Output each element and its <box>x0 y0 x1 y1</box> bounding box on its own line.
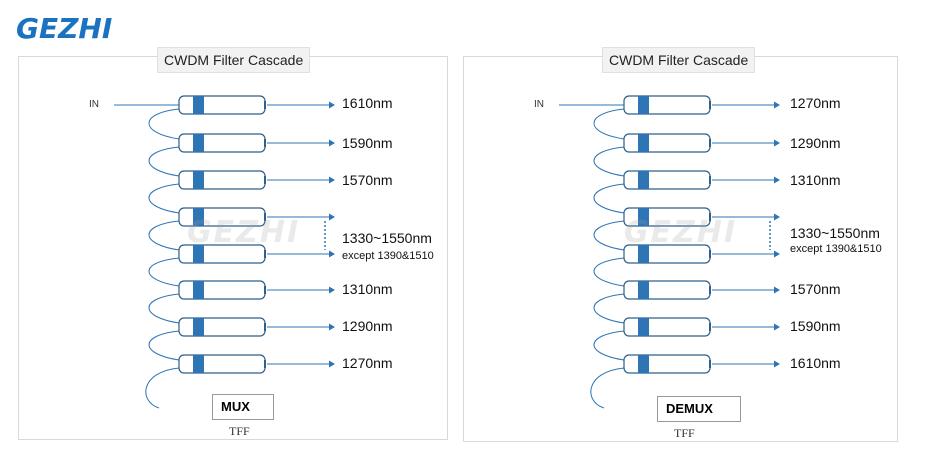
output-arrow-head <box>774 360 780 368</box>
gezhi-logo: GEZHI <box>16 12 112 44</box>
filter-element <box>638 245 649 263</box>
filter-element <box>638 318 649 336</box>
filter-body <box>178 95 266 115</box>
filter-body <box>623 133 711 153</box>
filter-element <box>193 355 204 373</box>
filter-element <box>638 281 649 299</box>
panel-title: CWDM Filter Cascade <box>157 47 311 73</box>
filter-body <box>623 170 711 190</box>
channel-label-6: 1590nm <box>790 318 841 334</box>
input-label: IN <box>534 99 544 110</box>
channel-label-3: 1310nm <box>790 172 841 188</box>
filter-body <box>178 280 266 300</box>
output-arrow-head <box>774 323 780 331</box>
watermark: GEZHI <box>187 215 301 250</box>
filter-6 <box>178 280 266 300</box>
mux-panel: CWDM Filter Cascade IN GEZHI 1610nm 1590… <box>18 47 448 440</box>
channel-label-range: 1330~1550nm <box>790 225 880 241</box>
filter-5 <box>178 244 266 264</box>
filter-body <box>178 170 266 190</box>
mux-diagram <box>114 95 335 409</box>
output-arrow-head <box>329 213 335 221</box>
filter-body <box>623 95 711 115</box>
filter-body <box>623 354 711 374</box>
channel-label-range: 1330~1550nm <box>342 230 432 246</box>
demux-panel: CWDM Filter Cascade IN GEZHI 1270nm 1290… <box>463 47 898 442</box>
filter-element <box>638 134 649 152</box>
filter-3 <box>623 170 711 190</box>
channel-label-1: 1610nm <box>342 95 393 111</box>
output-arrow-head <box>774 101 780 109</box>
filter-element <box>193 134 204 152</box>
cascade-fiber <box>590 108 625 409</box>
output-arrow-head <box>329 360 335 368</box>
filter-element <box>638 171 649 189</box>
filter-6 <box>623 280 711 300</box>
filter-element <box>638 355 649 373</box>
filter-element <box>638 208 649 226</box>
output-arrow-head <box>329 139 335 147</box>
caption-label: TFF <box>229 424 250 438</box>
filter-2 <box>178 133 266 153</box>
output-arrow-head <box>774 250 780 258</box>
output-arrow-head <box>774 213 780 221</box>
channel-label-3: 1570nm <box>342 172 393 188</box>
channel-label-2: 1290nm <box>790 135 841 151</box>
filter-element <box>638 96 649 114</box>
filter-4 <box>178 207 266 227</box>
channel-label-5: 1310nm <box>342 281 393 297</box>
output-arrow-head <box>774 139 780 147</box>
demux-diagram <box>559 95 780 409</box>
filter-body <box>178 317 266 337</box>
output-arrow-head <box>774 286 780 294</box>
mode-label: MUX <box>212 394 274 420</box>
output-arrow-head <box>329 323 335 331</box>
channel-label-7: 1610nm <box>790 355 841 371</box>
filter-body <box>623 280 711 300</box>
watermark: GEZHI <box>624 215 738 250</box>
output-arrow-head <box>774 176 780 184</box>
filter-body <box>178 354 266 374</box>
channel-label-7: 1270nm <box>342 355 393 371</box>
range-note: except 1390&1510 <box>342 250 434 262</box>
mode-label: DEMUX <box>657 396 741 422</box>
filter-4 <box>623 207 711 227</box>
input-label: IN <box>89 99 99 110</box>
filter-5 <box>623 244 711 264</box>
filter-8 <box>623 354 711 374</box>
filter-element <box>193 171 204 189</box>
output-arrow-head <box>329 250 335 258</box>
filter-3 <box>178 170 266 190</box>
filter-7 <box>178 317 266 337</box>
logo-text: GEZHI <box>16 12 112 44</box>
range-note: except 1390&1510 <box>790 243 882 255</box>
channel-label-2: 1590nm <box>342 135 393 151</box>
filter-1 <box>623 95 711 115</box>
output-arrow-head <box>329 176 335 184</box>
filter-7 <box>623 317 711 337</box>
output-arrow-head <box>329 101 335 109</box>
filter-8 <box>178 354 266 374</box>
channel-label-5: 1570nm <box>790 281 841 297</box>
caption-label: TFF <box>674 426 695 440</box>
channel-label-1: 1270nm <box>790 95 841 111</box>
output-arrow-head <box>329 286 335 294</box>
filter-element <box>193 208 204 226</box>
filter-element <box>193 96 204 114</box>
filter-element <box>193 245 204 263</box>
filter-element <box>193 281 204 299</box>
cascade-fiber <box>145 108 180 409</box>
filter-body <box>178 133 266 153</box>
filter-element <box>193 318 204 336</box>
filter-body <box>623 317 711 337</box>
panel-title: CWDM Filter Cascade <box>602 47 756 73</box>
channel-label-6: 1290nm <box>342 318 393 334</box>
filter-1 <box>178 95 266 115</box>
filter-2 <box>623 133 711 153</box>
